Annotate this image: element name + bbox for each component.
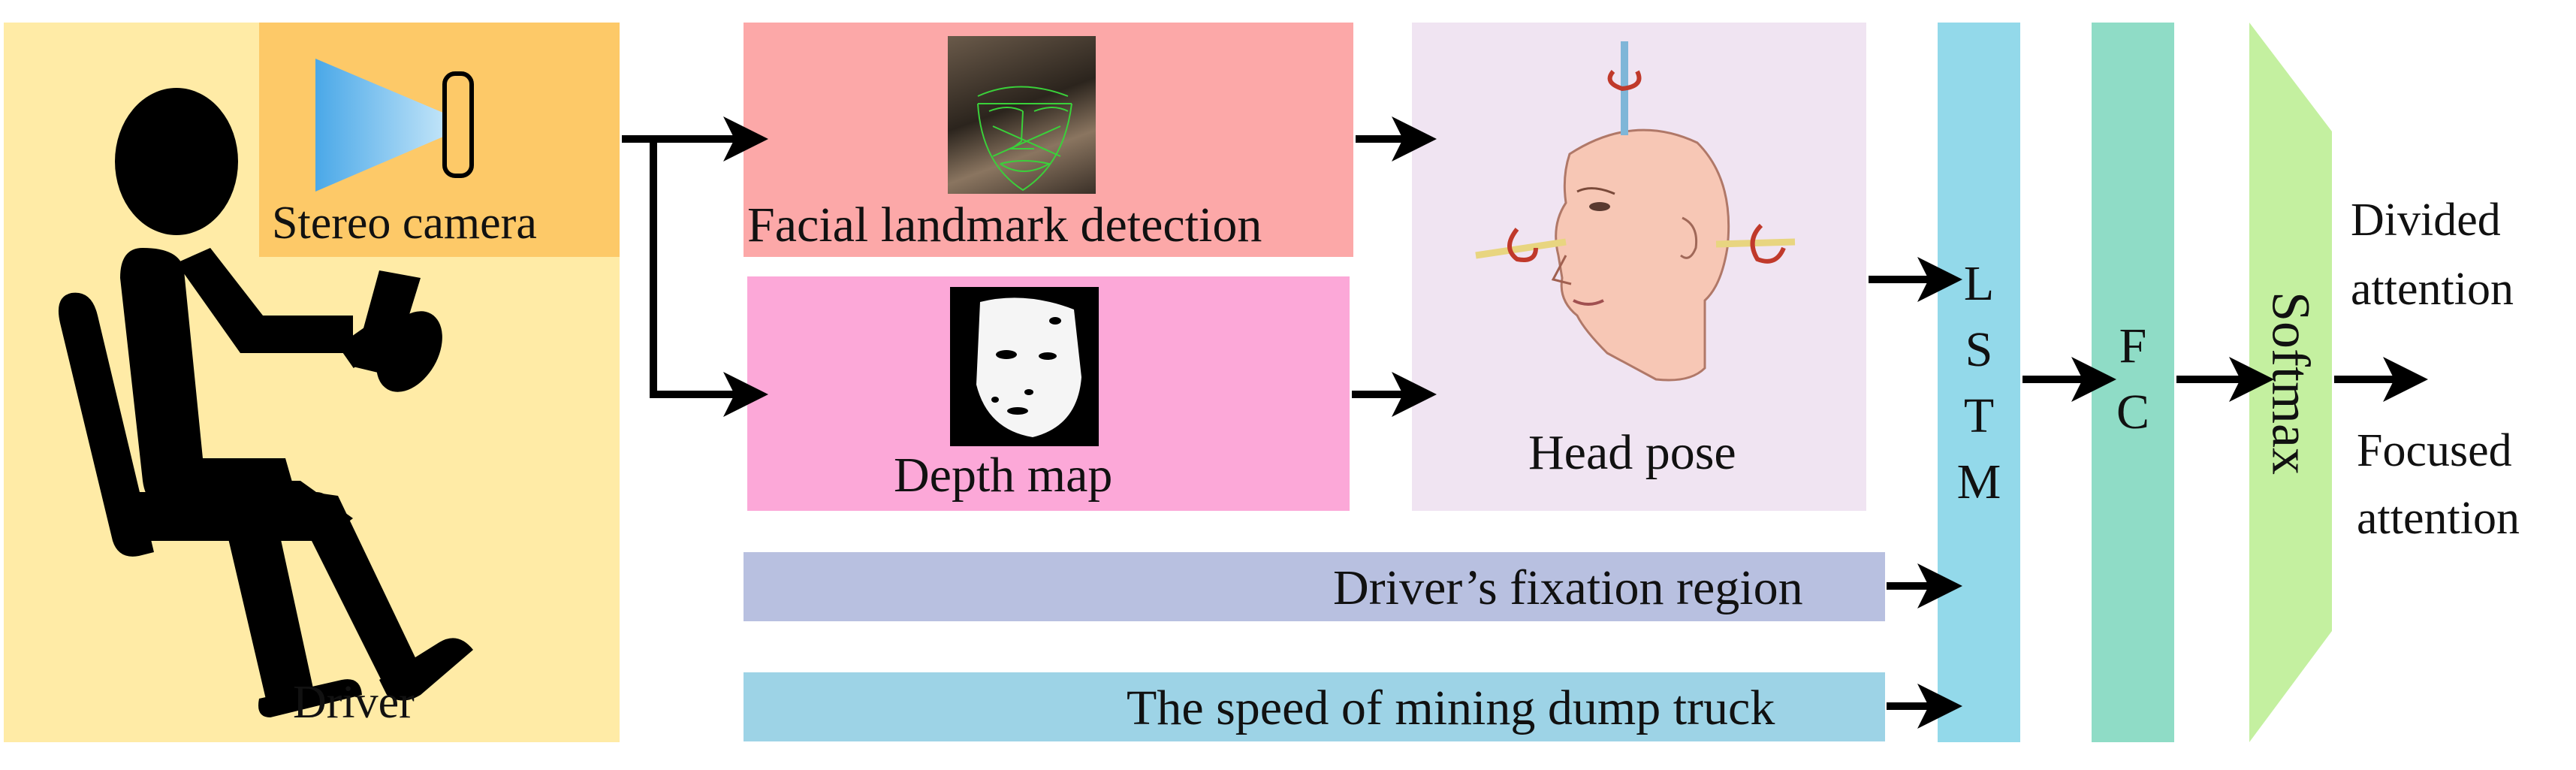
focused-attention-line1: Focused <box>2357 425 2512 476</box>
depth-map-thumbnail <box>950 287 1099 446</box>
lstm-letter-s: S <box>1965 322 1993 377</box>
focused-attention-line2: attention <box>2357 493 2520 544</box>
divided-attention-line1: Divided <box>2351 195 2501 246</box>
fc-letters: F C <box>2092 308 2174 451</box>
softmax-label: Softmax <box>2261 291 2321 475</box>
fixation-region-bar <box>744 552 1885 621</box>
truck-speed-bar <box>744 672 1885 741</box>
lstm-letters: L S T M <box>1938 240 2020 526</box>
lstm-block <box>1938 23 2020 742</box>
camera-label: Stereo camera <box>272 198 537 249</box>
lstm-letter-m: M <box>1956 454 2001 509</box>
divided-attention-line2: attention <box>2351 264 2514 315</box>
fc-letter-f: F <box>2119 319 2147 373</box>
fixation-region-label: Driver’s fixation region <box>1333 560 1803 615</box>
head-pose-label: Head pose <box>1528 425 1736 480</box>
driver-label: Driver <box>293 677 415 728</box>
lstm-letter-l: L <box>1963 256 1995 311</box>
lstm-letter-t: T <box>1963 388 1995 443</box>
depth-map-label: Depth map <box>894 448 1113 503</box>
face-landmark-thumbnail <box>948 36 1096 194</box>
truck-speed-label: The speed of mining dump truck <box>1127 681 1775 735</box>
facial-landmark-label: Facial landmark detection <box>747 198 1262 252</box>
fc-letter-c: C <box>2116 385 2150 439</box>
